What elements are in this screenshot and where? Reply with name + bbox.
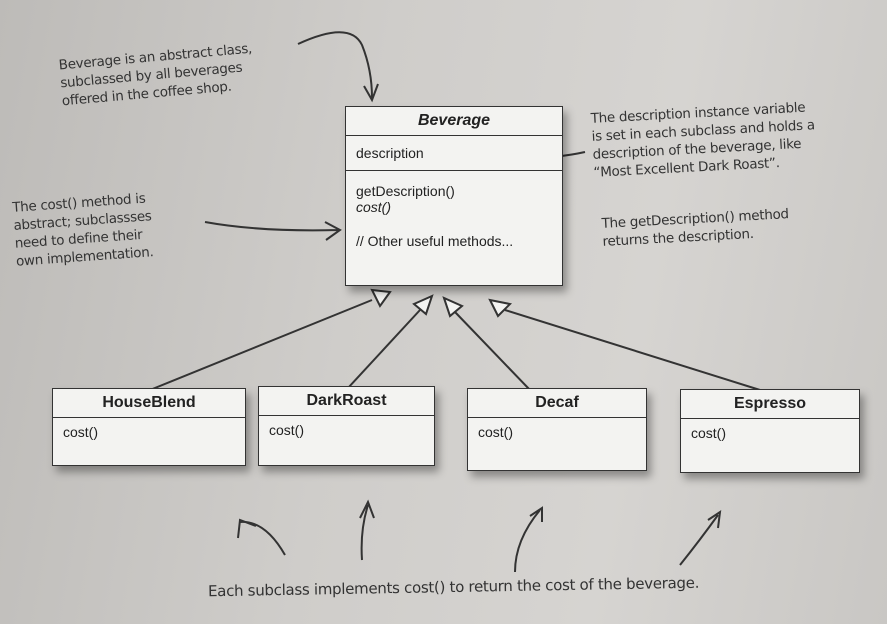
inherit-arrowhead — [442, 296, 464, 318]
inherit-decaf — [454, 311, 531, 391]
inherit-arrowhead — [412, 294, 434, 316]
inherit-espresso — [504, 309, 761, 391]
class-houseblend: HouseBlend cost() — [52, 388, 246, 466]
class-name: Beverage — [346, 107, 562, 136]
class-name: DarkRoast — [259, 387, 434, 416]
inherit-houseblend — [149, 299, 373, 391]
method-cost: cost() — [356, 199, 391, 215]
class-attribute: description — [346, 136, 562, 171]
arrow-cost-note — [204, 221, 342, 241]
method-other: // Other useful methods... — [356, 233, 514, 249]
arrow-bottom-1 — [237, 518, 286, 556]
class-name: Espresso — [681, 390, 859, 419]
class-espresso: Espresso cost() — [680, 389, 860, 473]
arrow-bottom-2 — [359, 499, 375, 561]
inherit-arrowhead — [370, 288, 392, 308]
arrow-abstract-note — [297, 31, 379, 103]
inherit-arrowhead — [488, 298, 513, 318]
class-method: cost() — [478, 424, 513, 440]
arrow-bottom-4 — [679, 509, 722, 566]
class-decaf: Decaf cost() — [467, 388, 647, 471]
method-getdescription: getDescription() — [356, 183, 455, 199]
note-cost: The cost() method is abstract; subclasss… — [11, 190, 154, 270]
class-method: cost() — [63, 424, 98, 440]
class-method: cost() — [269, 422, 304, 438]
beverage-class: Beverage description getDescription() co… — [345, 106, 563, 286]
arrow-bottom-3 — [514, 506, 543, 573]
class-darkroast: DarkRoast cost() — [258, 386, 435, 466]
inherit-darkroast — [347, 309, 421, 389]
class-name: HouseBlend — [53, 389, 245, 418]
class-method: cost() — [691, 425, 726, 441]
class-name: Decaf — [468, 389, 646, 418]
note-description: The description instance variable is set… — [590, 99, 816, 181]
